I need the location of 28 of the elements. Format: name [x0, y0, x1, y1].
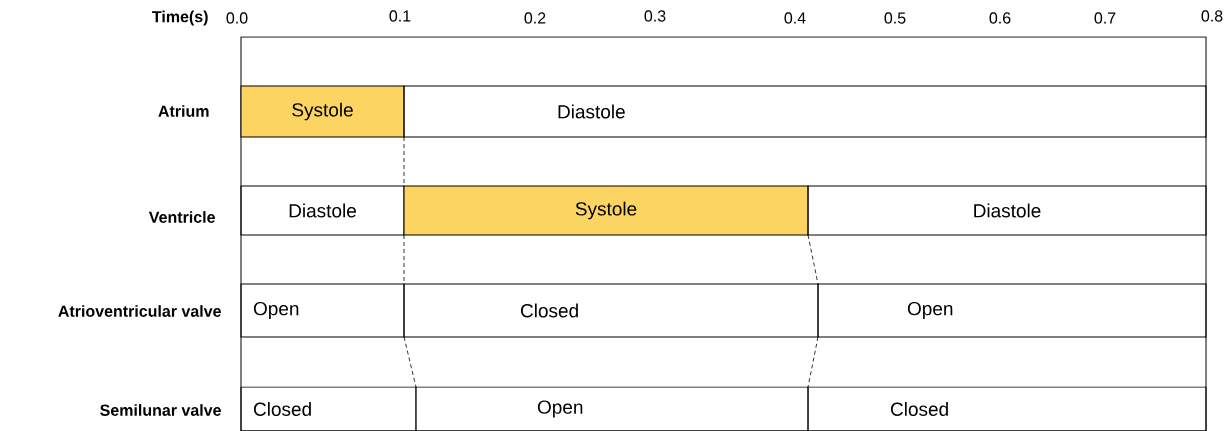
tick-label: 0.4 — [784, 12, 806, 24]
phase-cell: Closed — [403, 283, 819, 338]
axis-title: Time(s) — [152, 10, 208, 26]
phase-cell: Open — [415, 386, 809, 431]
row-label: Semilunar valve — [100, 404, 221, 416]
phase-cell: Diastole — [240, 185, 405, 236]
phase-cell: Systole — [403, 185, 809, 236]
row-label: Atrioventricular valve — [58, 305, 221, 317]
phase-cell: Closed — [807, 386, 1207, 431]
phase-cell: Open — [817, 283, 1207, 338]
phase-cell: Open — [240, 283, 405, 338]
tick-label: 0.0 — [226, 12, 248, 24]
tick-label: 0.6 — [989, 12, 1011, 24]
dashed-line — [403, 336, 417, 388]
tick-label: 0.1 — [389, 10, 411, 22]
phase-cell: Systole — [240, 85, 405, 138]
phase-cell: Closed — [240, 386, 417, 431]
tick-label: 0.3 — [644, 10, 666, 22]
row-label: Atrium — [158, 105, 209, 117]
phase-cell: Diastole — [807, 185, 1207, 236]
tick-label: 0.2 — [524, 12, 546, 24]
dashed-line — [807, 336, 819, 388]
tick-label: 0.7 — [1094, 12, 1116, 24]
tick-label: 0.5 — [884, 12, 906, 24]
phase-cell: Diastole — [403, 85, 1207, 138]
tick-label: 0.8 — [1201, 10, 1223, 22]
row-label: Ventricle — [148, 211, 215, 223]
dashed-line — [807, 234, 819, 285]
